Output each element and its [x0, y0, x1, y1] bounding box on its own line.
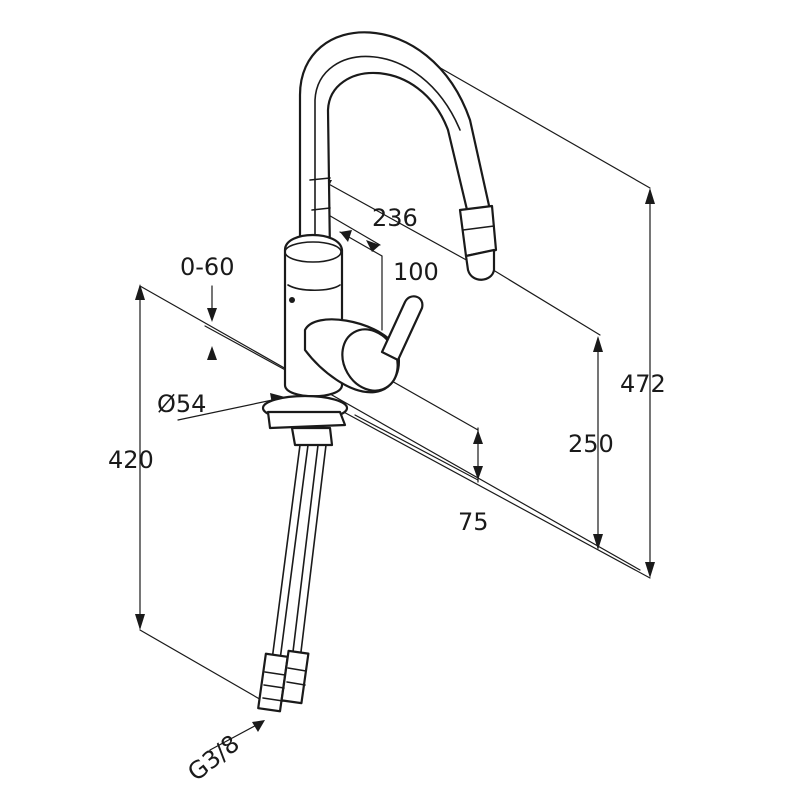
supply-hoses — [257, 444, 327, 713]
dim-472: 472 — [620, 370, 666, 398]
dim-75: 75 — [458, 508, 489, 536]
spray-head — [458, 204, 498, 258]
dim-g3-8: G3/8 — [182, 729, 244, 786]
lever-handle — [380, 295, 424, 362]
dimension-labels: 236 100 0-60 Ø54 472 250 420 75 G3/8 — [108, 204, 666, 787]
dim-0-60: 0-60 — [180, 253, 234, 281]
extension-lines — [139, 41, 651, 751]
dim-420: 420 — [108, 446, 154, 474]
dim-100: 100 — [393, 258, 439, 286]
faucet-illustration — [257, 31, 498, 713]
dim-250: 250 — [568, 430, 614, 458]
dim-236: 236 — [372, 204, 418, 232]
dim-diameter-54: Ø54 — [157, 390, 206, 418]
